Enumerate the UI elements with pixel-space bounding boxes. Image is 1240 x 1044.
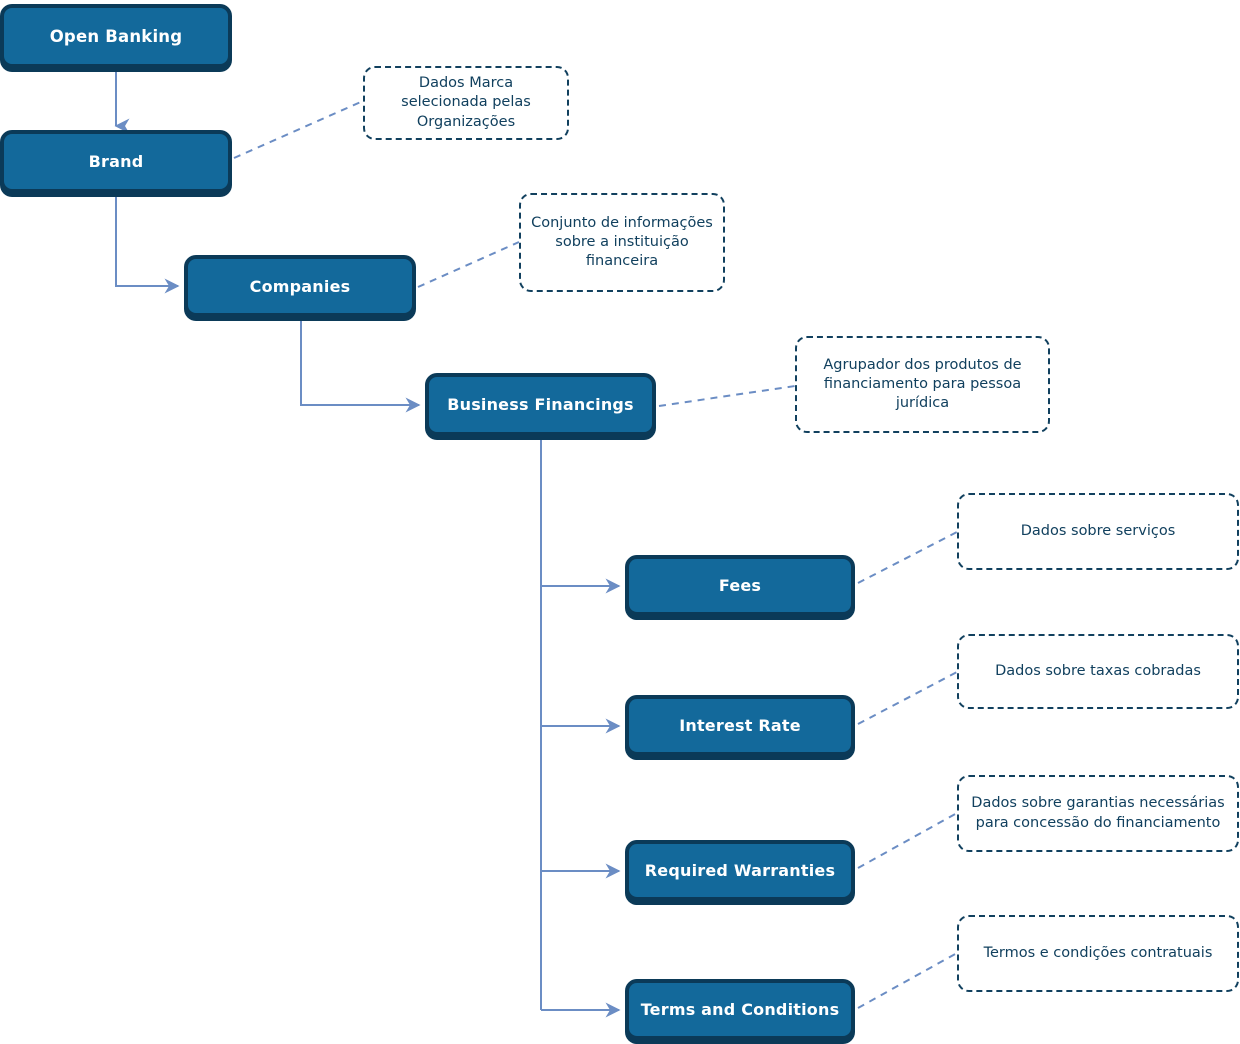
leader-required-warranties-to-note <box>857 812 958 869</box>
note-business-financings: Agrupador dos produtos de financiamento … <box>795 336 1050 433</box>
node-label: Brand <box>88 152 144 171</box>
node-required-warranties[interactable]: Required Warranties <box>625 840 855 901</box>
note-companies: Conjunto de informações sobre a institui… <box>519 193 725 292</box>
leader-business-financings-to-note <box>658 385 796 407</box>
leader-companies-to-note <box>417 241 520 288</box>
note-fees: Dados sobre serviços <box>957 493 1239 570</box>
node-business-financings[interactable]: Business Financings <box>425 373 656 436</box>
node-open-banking[interactable]: Open Banking <box>0 4 232 68</box>
note-text: Agrupador dos produtos de financiamento … <box>823 356 1022 412</box>
leader-interest-rate-to-note <box>857 671 958 725</box>
node-label: Open Banking <box>49 26 183 46</box>
note-text: Termos e condições contratuais <box>983 944 1213 961</box>
node-label: Business Financings <box>447 395 634 414</box>
note-required-warranties: Dados sobre garantias necessárias para c… <box>957 775 1239 852</box>
leader-fees-to-note <box>857 531 958 584</box>
node-fees[interactable]: Fees <box>625 555 855 616</box>
connector-brand-to-companies <box>115 195 180 294</box>
node-brand[interactable]: Brand <box>0 130 232 193</box>
note-terms-and-conditions: Termos e condições contratuais <box>957 915 1239 992</box>
connector-companies-to-business-financings <box>300 319 421 413</box>
node-label: Required Warranties <box>644 861 836 880</box>
note-brand: Dados Marca selecionada pelas Organizaçõ… <box>363 66 569 140</box>
note-interest-rate: Dados sobre taxas cobradas <box>957 634 1239 709</box>
node-terms-and-conditions[interactable]: Terms and Conditions <box>625 979 855 1040</box>
node-label: Terms and Conditions <box>640 1000 840 1019</box>
node-label: Interest Rate <box>679 716 801 735</box>
note-text: Dados sobre serviços <box>1020 522 1176 539</box>
note-text: Dados sobre garantias necessárias para c… <box>971 795 1225 831</box>
leader-terms-and-conditions-to-note <box>857 952 958 1009</box>
node-companies[interactable]: Companies <box>184 255 416 317</box>
note-text: Dados Marca selecionada pelas Organizaçõ… <box>401 75 531 130</box>
node-label: Companies <box>249 276 351 296</box>
leader-brand-to-note <box>233 100 364 159</box>
note-text: Dados sobre taxas cobradas <box>995 662 1201 679</box>
node-label: Fees <box>718 576 762 595</box>
note-text: Conjunto de informações sobre a institui… <box>531 214 713 270</box>
node-interest-rate[interactable]: Interest Rate <box>625 695 855 756</box>
